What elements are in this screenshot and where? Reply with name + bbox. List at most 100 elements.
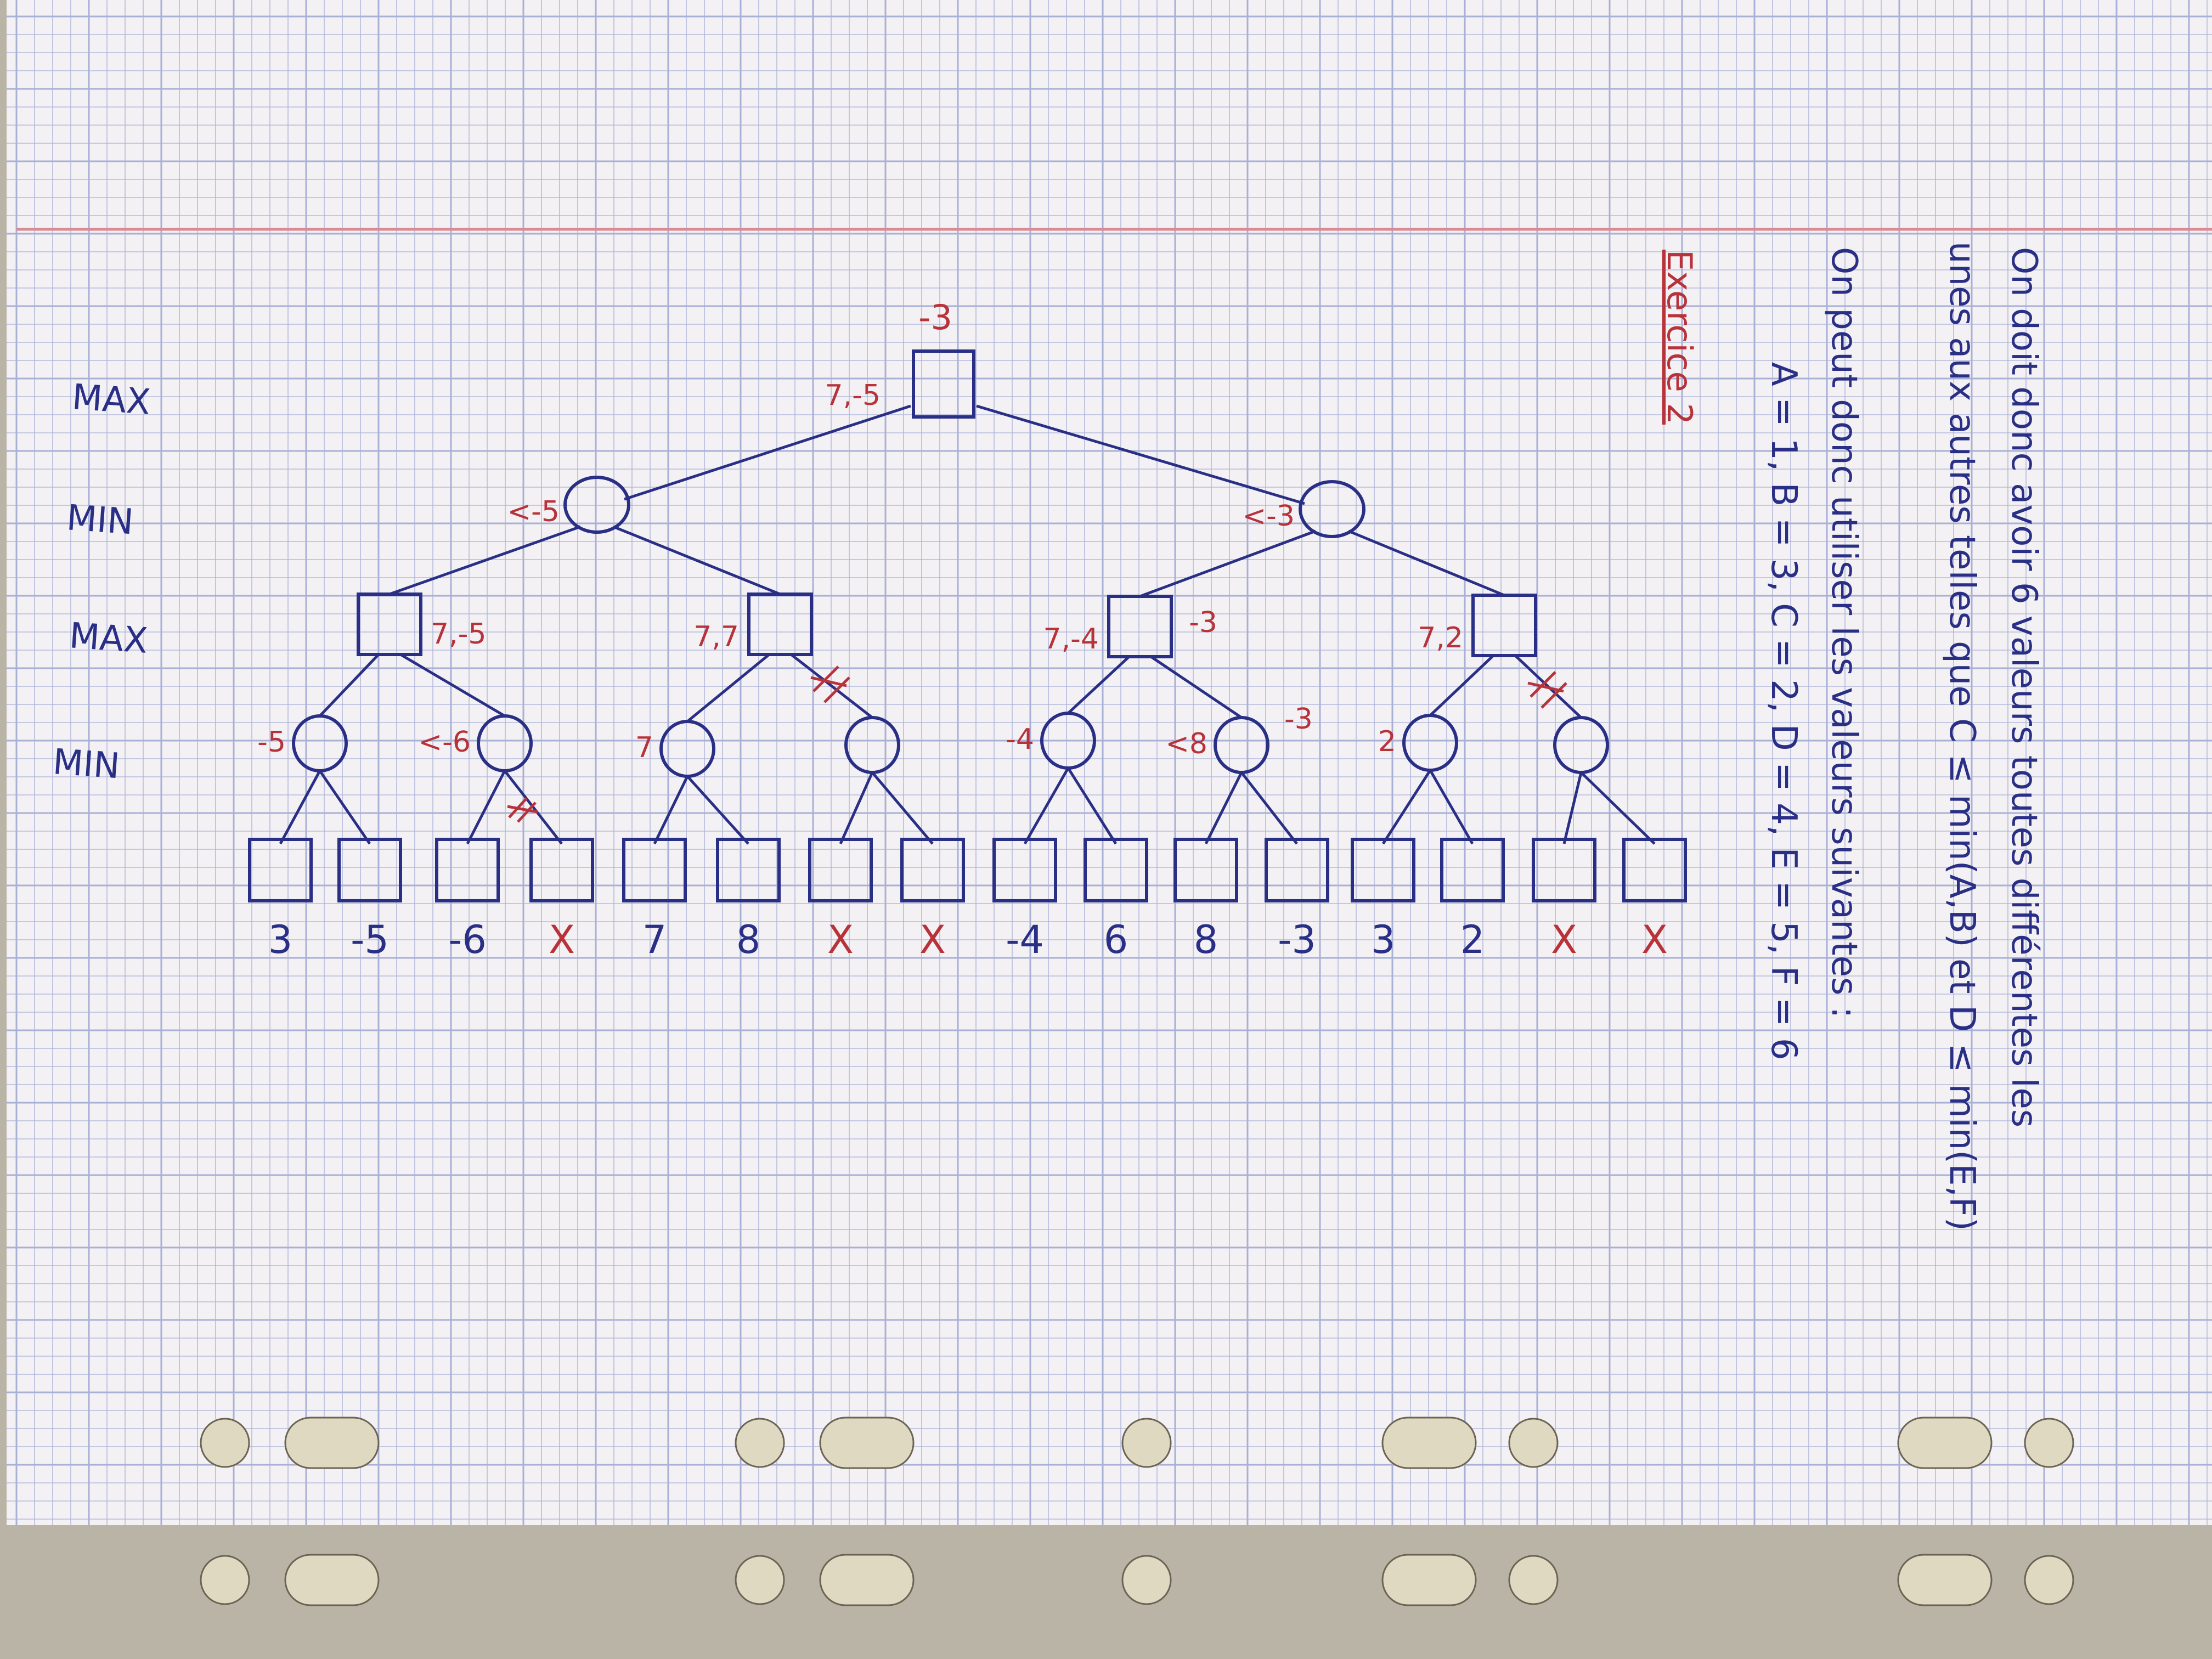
leaf-node (622, 838, 687, 902)
edge-max-min (399, 653, 506, 718)
min-level-3-label: 2 (1378, 725, 1396, 758)
binder-hole (1897, 1417, 1993, 1469)
binder-hole (284, 1554, 380, 1606)
edge-min-leaf (1240, 771, 1298, 845)
max-level-2-bound: 7,2 (1418, 622, 1463, 654)
min-level-1-bound: <-3 (1243, 500, 1295, 533)
min-level-3-label: -4 (1006, 723, 1034, 756)
edge-max-min (1150, 655, 1243, 719)
binder-hole (1381, 1554, 1477, 1606)
leaf-value: 6 (1104, 917, 1128, 962)
leaf-value: -4 (1006, 917, 1044, 962)
edge-min-max (1139, 529, 1316, 598)
min-level-3-label: 7 (635, 731, 653, 764)
pruned-leaf-mark: X (549, 917, 575, 962)
edge-max-min (319, 653, 380, 717)
binder-hole (819, 1417, 915, 1469)
leaf-node (1084, 838, 1148, 902)
leaf-node (1173, 838, 1238, 902)
binder-hole (200, 1555, 250, 1605)
grid-lines (7, 0, 2212, 1525)
leaf-node (435, 838, 500, 902)
binder-hole (819, 1554, 915, 1606)
edge-min-leaf (686, 775, 749, 845)
notes-line-4: A = 1, B = 3, C = 2, D = 4, E = 5, F = 6 (1763, 362, 1804, 1060)
binder-hole (1508, 1418, 1559, 1468)
tree-nodes (248, 349, 1687, 902)
binder-hole (1508, 1555, 1559, 1605)
leaf-value: -3 (1278, 917, 1316, 962)
edge-max-min (790, 653, 873, 719)
leaf-node (1622, 838, 1687, 902)
edge-min-leaf (1066, 767, 1118, 845)
leaf-value: 7 (642, 917, 667, 962)
min-node-level-3 (659, 720, 715, 778)
min-node-level-1 (1299, 480, 1365, 538)
leaf-node (900, 838, 965, 902)
cutoff-mark (507, 797, 538, 823)
min-node-level-3 (1553, 716, 1609, 774)
leaf-node (1265, 838, 1329, 902)
binder-hole (2024, 1555, 2074, 1605)
min-node-level-1 (563, 476, 630, 534)
leaf-node (716, 838, 781, 902)
leaf-node (1351, 838, 1415, 902)
leaf-node (992, 838, 1057, 902)
paper-sheet (7, 0, 2212, 1525)
max-level-2-bound: 7,-5 (431, 618, 486, 651)
notes-line-2: unes aux autres telles que C ≤ min(A,B) … (1942, 241, 1982, 1231)
min-level-3-label: -5 (257, 726, 286, 759)
leaf-value: 2 (1460, 917, 1485, 962)
edge-min-leaf (466, 770, 506, 845)
leaf-value: 8 (1194, 917, 1218, 962)
pruned-leaf-mark: X (827, 917, 854, 962)
max-node-level-2 (747, 592, 813, 656)
max-level-2-value: -3 (1189, 606, 1217, 639)
edge-max-min (1429, 654, 1494, 716)
edge-min-leaf (1381, 769, 1432, 845)
edge-min-leaf (839, 771, 874, 845)
level-label-max-0: MAX (71, 377, 152, 423)
binder-hole (735, 1555, 785, 1605)
leaf-value: -5 (351, 917, 389, 962)
edge-min-max (1348, 529, 1505, 597)
leaf-node (808, 838, 873, 902)
binder-hole (1381, 1417, 1477, 1469)
leaf-value: -6 (448, 917, 487, 962)
edge-root-min (976, 404, 1305, 505)
edge-min-leaf (871, 771, 934, 845)
edge-min-leaf (1023, 767, 1070, 845)
min-level-3-label: <-6 (419, 726, 471, 759)
leaf-node (1440, 838, 1505, 902)
level-label-min-3: MIN (52, 742, 121, 787)
leaf-value: 3 (268, 917, 293, 962)
min-node-level-3 (844, 716, 900, 774)
edge-root-min (624, 404, 911, 501)
leaf-node (337, 838, 402, 902)
edge-max-min (1067, 656, 1130, 714)
exercise-heading: Exercice 2 (1660, 250, 1700, 425)
edge-min-leaf (318, 770, 371, 845)
pruned-leaf-mark: X (1641, 917, 1668, 962)
pruned-leaf-mark: X (919, 917, 946, 962)
leaf-node (529, 838, 594, 902)
min-node-level-3 (1214, 716, 1269, 774)
binder-hole (1897, 1554, 1993, 1606)
min-node-level-3 (477, 714, 533, 772)
binder-hole (735, 1418, 785, 1468)
tree-edges (279, 404, 1656, 845)
level-label-max-2: MAX (68, 616, 149, 662)
max-node-level-2 (357, 592, 422, 656)
min-level-1-bound: <-5 (507, 495, 560, 528)
notes-line-3: On peut donc utiliser les valeurs suivan… (1824, 247, 1864, 1018)
edge-min-leaf (653, 775, 689, 845)
max-level-2-bound: 7,-4 (1043, 623, 1099, 656)
max-node-root (912, 349, 975, 419)
binder-hole (200, 1418, 250, 1468)
edge-min-leaf (504, 770, 563, 845)
min-level-3-label: <8 (1165, 727, 1207, 760)
edge-min-leaf (1562, 772, 1583, 844)
